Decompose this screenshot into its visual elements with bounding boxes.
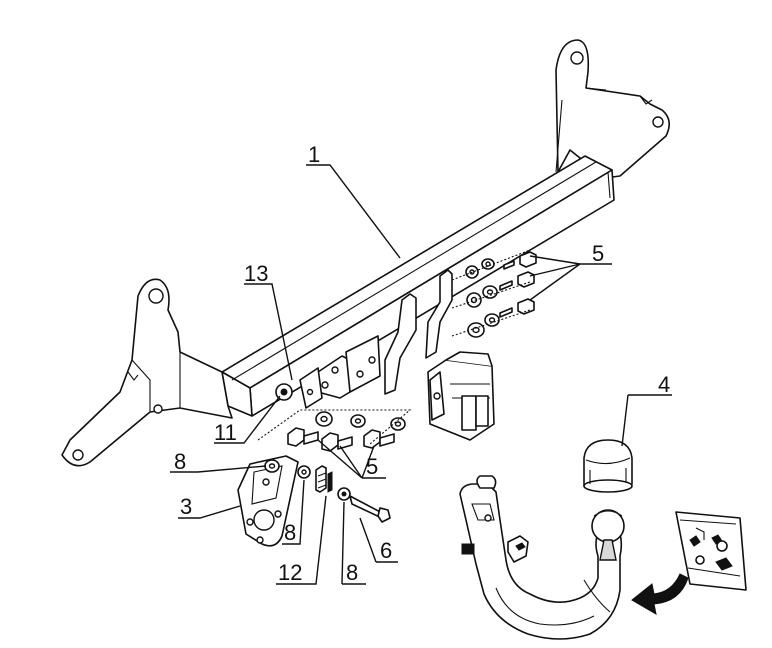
callout-1: 1 xyxy=(308,142,320,167)
callout-5-lower: 5 xyxy=(366,454,378,479)
callout-3: 3 xyxy=(180,494,192,519)
rotation-arrow-icon xyxy=(631,573,689,615)
right-mounting-bracket xyxy=(555,39,670,179)
callout-8-middle: 8 xyxy=(284,520,296,545)
callout-8-left: 8 xyxy=(174,449,186,474)
callout-labels: 1 4 5 13 11 8 5 3 8 6 12 8 xyxy=(174,142,670,585)
center-bracket-plates xyxy=(317,269,453,399)
bolts-group-lower xyxy=(257,409,412,452)
socket-housing-block xyxy=(427,351,495,441)
callout-11: 11 xyxy=(214,420,237,445)
plate-13 xyxy=(299,367,323,409)
tow-hook xyxy=(459,475,625,640)
callout-6: 6 xyxy=(380,538,392,563)
socket-hardware xyxy=(264,459,391,523)
callout-12: 12 xyxy=(278,560,302,585)
ball-cap xyxy=(583,439,633,493)
socket-plate-3 xyxy=(237,455,299,547)
callout-5-upper: 5 xyxy=(592,241,604,266)
callout-8-right: 8 xyxy=(346,560,358,585)
leader-lines xyxy=(170,164,672,585)
callout-4: 4 xyxy=(658,372,670,397)
detail-inset xyxy=(675,511,747,591)
cross-beam xyxy=(221,155,615,417)
left-mounting-bracket xyxy=(61,278,233,467)
callout-13: 13 xyxy=(244,261,268,286)
